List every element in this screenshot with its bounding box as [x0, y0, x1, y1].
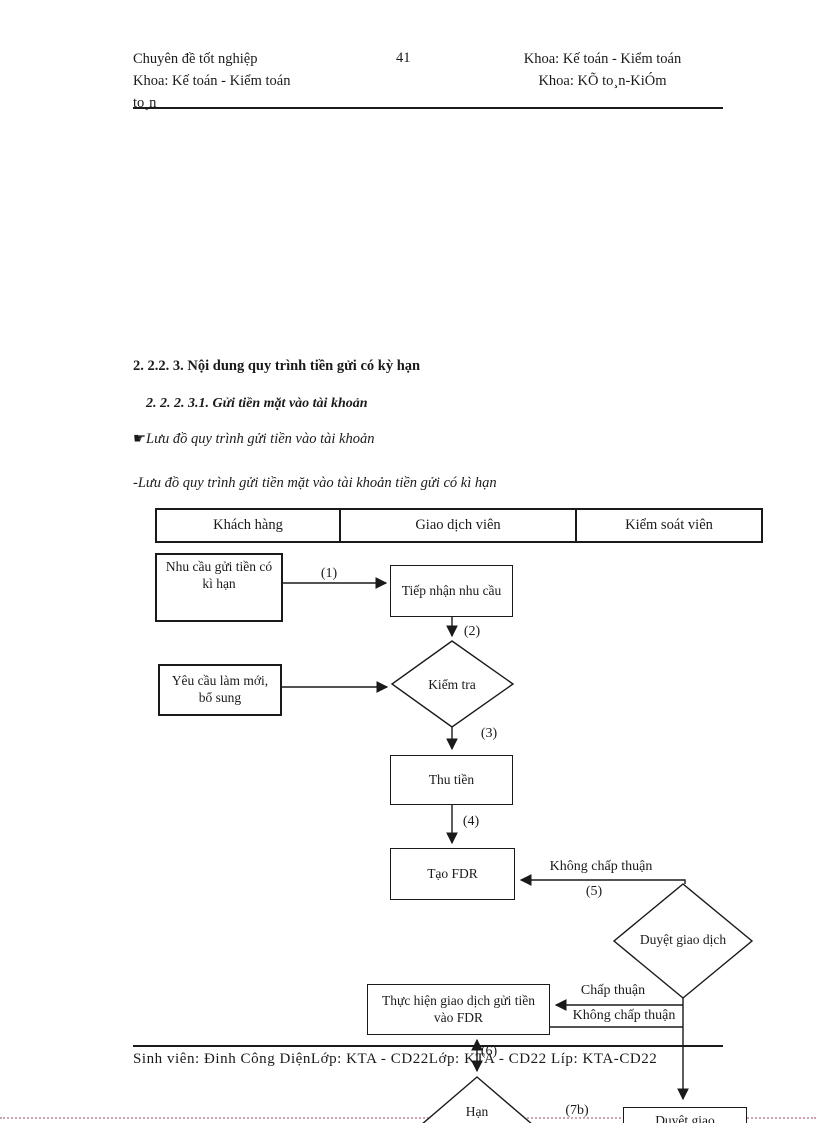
edge-label-approved: Chấp thuận	[580, 983, 646, 998]
node-create-fdr-box: Tạo FDR	[390, 848, 515, 900]
pointing-hand-icon: ☛	[133, 431, 146, 447]
step-label-6: (6)	[480, 1044, 498, 1059]
step-label-2: (2)	[463, 624, 481, 639]
subnote-line: -Lưu đồ quy trình gửi tiền mặt vào tài k…	[133, 475, 497, 491]
edge-label-not-approved-2: Không chấp thuận	[572, 1008, 676, 1023]
lane-customer: Khách hàng	[157, 510, 341, 541]
lane-controller: Kiểm soát viên	[625, 517, 713, 533]
footer-rule	[133, 1045, 723, 1047]
node-execute-box: Thực hiện giao dịch gửi tiền vào FDR	[367, 984, 550, 1035]
header-right-line1: Khoa: Kế toán - Kiểm toán	[523, 51, 682, 67]
header-left: Chuyên đề tốt nghiệp Khoa: Kế toán - Kiể…	[133, 48, 363, 114]
header-right: Khoa: Kế toán - Kiểm toán Khoa: KÕ to¸n-…	[495, 48, 710, 92]
step-label-7b: (7b)	[565, 1103, 589, 1118]
node-receive-box: Tiếp nhận nhu cầu	[390, 565, 513, 617]
note-text: Lưu đồ quy trình gửi tiền vào tài khoản	[146, 431, 375, 447]
header-left-line2: Khoa: Kế toán - Kiểm toán	[133, 73, 291, 89]
check-diamond-label: Kiểm tra	[428, 676, 476, 692]
arrow-approve-to-fdr	[519, 874, 686, 886]
page-boundary-dotted-line	[0, 1117, 816, 1119]
step-label-4: (4)	[462, 814, 480, 829]
term-diamond-label: Hạn	[465, 1103, 489, 1119]
step-label-1: (1)	[320, 566, 338, 581]
lane-teller: Giao dịch viên	[341, 510, 577, 541]
step-label-3: (3)	[480, 726, 498, 741]
node-need-box: Nhu cầu gửi tiền có kì hạn	[155, 553, 283, 622]
node-collect-box: Thu tiền	[390, 755, 513, 805]
footer-text: Sinh viên: Đinh Công DiệnLớp: KTA - CD22…	[133, 1051, 658, 1067]
node-approve2-box: Duyệt giao	[623, 1107, 747, 1123]
header-left-line1: Chuyên đề tốt nghiệp	[133, 51, 258, 67]
lane-header-table: Khách hàng Giao dịch viên Kiểm soát viên	[155, 508, 763, 543]
node-renew-box: Yêu cầu làm mới, bổ sung	[158, 664, 282, 716]
note-line: ☛Lưu đồ quy trình gửi tiền vào tài khoản	[133, 431, 374, 448]
header-right-line2: Khoa: KÕ to¸n-KiÓm	[538, 73, 667, 89]
edge-label-not-approved-1: Không chấp thuận	[549, 859, 653, 874]
page-number: 41	[396, 50, 411, 66]
step-label-5: (5)	[585, 884, 603, 899]
section-heading: 2. 2.2. 3. Nội dung quy trình tiền gửi c…	[133, 358, 421, 374]
header-rule	[133, 107, 723, 109]
subsection-heading: 2. 2. 2. 3.1. Gửi tiền mặt vào tài khoản	[146, 396, 368, 411]
header-left-line3: to¸n	[133, 95, 157, 111]
approve-diamond-label: Duyệt giao dịch	[639, 931, 727, 947]
